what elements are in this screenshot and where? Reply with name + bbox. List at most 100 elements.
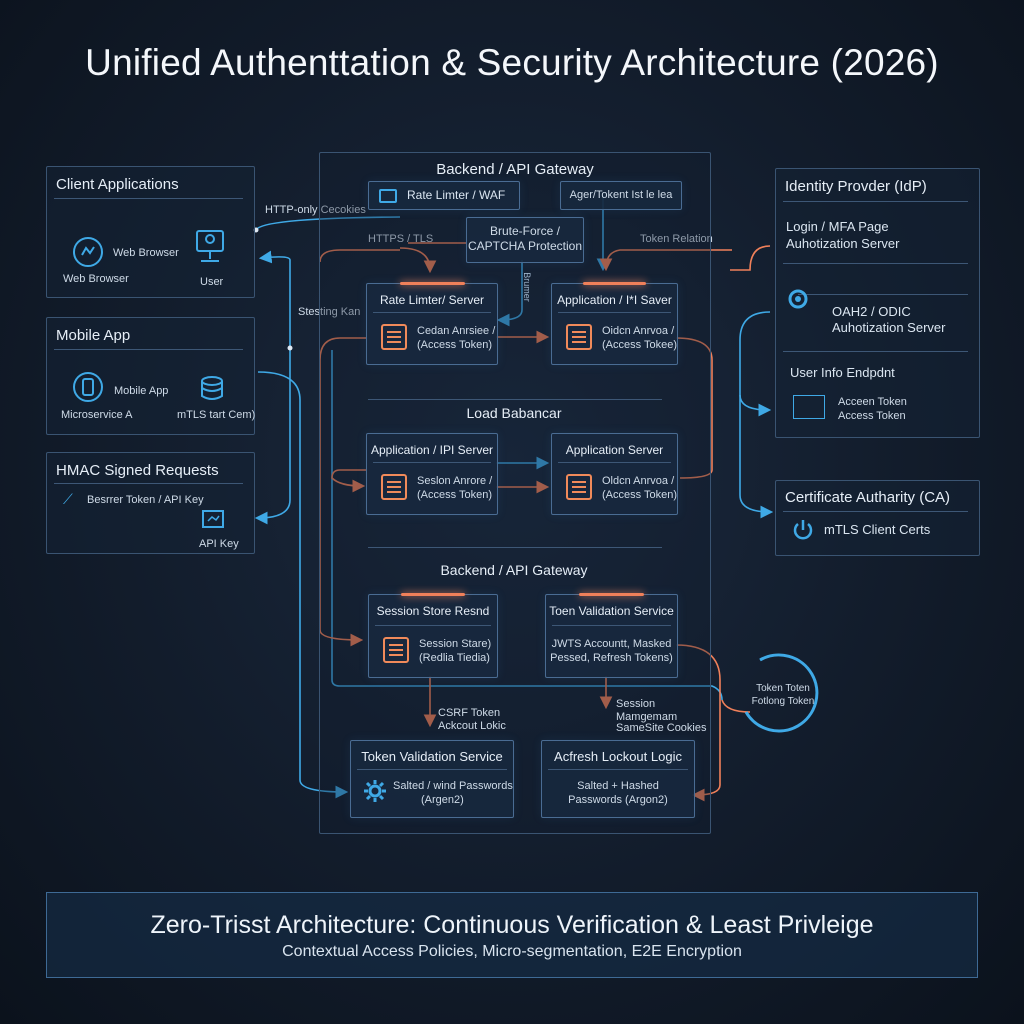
mobile-device-icon <box>73 372 103 402</box>
login-mfa-line-2: Auhotization Server <box>786 236 900 251</box>
divider <box>548 769 688 770</box>
user-terminal-icon <box>196 230 224 262</box>
divider <box>798 294 968 295</box>
gear-icon <box>364 780 386 802</box>
orange-glow <box>583 282 646 285</box>
application-server-title: Application Server <box>565 443 664 457</box>
backend-gateway-2-label: Backend / API Gateway <box>440 562 588 578</box>
brute-force-box: Brute-Force / CAPTCHA Protection <box>466 217 584 263</box>
csrf-line-1: CSRF Token <box>438 707 501 719</box>
app-saver-line-1: Oidcn Anrvoa / <box>602 325 675 337</box>
rate-limiter-server-box: Rate Limter/ Server Cedan Anrsiee / (Acc… <box>366 282 498 365</box>
user-label: User <box>200 276 224 288</box>
rate-server-line-1: Cedan Anrsiee / <box>417 325 496 337</box>
divider <box>373 312 491 313</box>
client-applications-panel: Client Applications Web Browser Web Brow… <box>46 166 255 298</box>
orange-glow <box>578 593 645 596</box>
application-saver-box: Application / I*I Saver Oidcn Anrvoa / (… <box>551 282 678 365</box>
token-val2-line-1: Salted / wind Passwords <box>393 780 513 792</box>
divider <box>783 201 968 202</box>
divider <box>783 351 968 352</box>
captcha-label: CAPTCHA Protection <box>467 239 583 253</box>
token-validation-title: Toen Validation Service <box>549 604 674 618</box>
application-api-server-box: Application / IPI Server Seslon Anrore /… <box>366 433 498 515</box>
divider <box>54 483 243 484</box>
link-icon: ⟋ <box>63 491 73 507</box>
document-icon <box>381 324 407 350</box>
bearer-token-label: Besrrer Token / API Key <box>87 494 204 506</box>
session-mgmt-line-1: Session <box>616 698 656 710</box>
divider <box>783 263 968 264</box>
document-icon <box>566 324 592 350</box>
refresh-lock-line-2: Passwords (Argon2) <box>568 794 668 806</box>
brute-force-label: Brute-Force / <box>489 224 561 238</box>
mobile-app-title: Mobile App <box>56 327 131 344</box>
idp-title: Identity Provder (IdP) <box>785 178 927 195</box>
divider <box>373 462 491 463</box>
app-api-line-2: (Access Token) <box>417 489 492 501</box>
rate-limiter-server-title: Rate Limter/ Server <box>379 293 485 307</box>
divider <box>375 625 491 626</box>
https-tls-label: HTTPS / TLS <box>368 233 434 245</box>
refresh-lock-line-1: Salted + Hashed <box>577 780 659 792</box>
divider <box>54 349 243 350</box>
web-browser-label: Web Browser <box>113 247 179 259</box>
steering-label: Stesting Kan <box>298 306 361 318</box>
divider <box>368 399 662 400</box>
divider <box>368 547 662 548</box>
web-browser-label-2: Web Browser <box>63 273 129 285</box>
hmac-panel: HMAC Signed Requests ⟋ Besrrer Token / A… <box>46 452 255 554</box>
rotation-line-2: Fotlong Token <box>751 696 815 707</box>
ager-token-box: Ager/Tokent Ist le lea <box>560 181 682 210</box>
login-mfa-line-1: Login / MFA Page <box>786 219 889 234</box>
rate-server-line-2: (Access Token) <box>417 339 492 351</box>
database-icon <box>201 376 223 400</box>
client-applications-title: Client Applications <box>56 176 179 193</box>
identity-provider-panel: Identity Provder (IdP) Login / MFA Page … <box>775 168 980 438</box>
session-store-line-2: (Redlia Tiedia) <box>419 652 490 664</box>
mobile-app-label: Mobile App <box>114 385 169 397</box>
vertical-label: Brumer <box>521 272 532 302</box>
application-server-box: Application Server Oldcn Anrvoa / (Acces… <box>551 433 678 515</box>
document-icon <box>383 637 409 663</box>
divider <box>552 625 671 626</box>
divider <box>54 198 243 199</box>
divider <box>357 769 507 770</box>
divider <box>558 312 671 313</box>
orange-glow <box>401 593 465 596</box>
rate-waf-box: Rate Limter / WAF <box>368 181 520 210</box>
session-store-title: Session Store Resnd <box>376 604 490 618</box>
oauth-line-1: OAH2 / ODIC <box>832 304 911 319</box>
http-cookies-label: HTTP-only Cecokies <box>265 204 366 216</box>
oauth-icon <box>788 289 808 309</box>
token-box-icon <box>793 395 825 419</box>
zero-trust-footer: Zero-Trisst Architecture: Continuous Ver… <box>46 892 978 978</box>
refresh-lockout-box: Acfresh Lockout Logic Salted + Hashed Pa… <box>541 740 695 818</box>
token-val-line-2: Pessed, Refresh Tokens) <box>550 652 673 664</box>
footer-title: Zero-Trisst Architecture: Continuous Ver… <box>150 911 874 939</box>
document-icon <box>566 474 592 500</box>
token-relation-label: Token Relation <box>640 233 713 245</box>
divider <box>783 511 968 512</box>
power-icon <box>793 520 813 540</box>
session-mgmt-line-3: SameSite Cookies <box>616 722 707 734</box>
app-api-line-1: Seslon Anrore / <box>417 475 493 487</box>
ca-title: Certificate Autharity (CA) <box>785 489 951 506</box>
token-validation-box: Toen Validation Service JWTS Accountt, M… <box>545 593 678 678</box>
refresh-lockout-title: Acfresh Lockout Logic <box>554 749 682 764</box>
token-val2-line-2: (Argen2) <box>421 794 464 806</box>
microservice-label: Microservice A <box>61 409 133 421</box>
rate-waf-label: Rate Limter / WAF <box>407 188 506 202</box>
app-server-line-1: Oldcn Anrvoa / <box>602 475 675 487</box>
orange-glow <box>399 282 465 285</box>
session-store-line-1: Session Stare) <box>419 638 492 650</box>
document-icon <box>381 474 407 500</box>
user-info-label: User Info Endpdnt <box>790 365 895 380</box>
session-mgmt-line-2: Mamgemam <box>616 711 678 723</box>
app-saver-line-2: (Access Tokee) <box>602 339 677 351</box>
gateway-title: Backend / API Gateway <box>436 161 594 178</box>
hmac-title: HMAC Signed Requests <box>56 462 219 479</box>
token-val-line-1: JWTS Accountt, Masked <box>551 638 672 650</box>
session-store-box: Session Store Resnd Session Stare) (Redl… <box>368 593 498 678</box>
divider <box>558 462 671 463</box>
